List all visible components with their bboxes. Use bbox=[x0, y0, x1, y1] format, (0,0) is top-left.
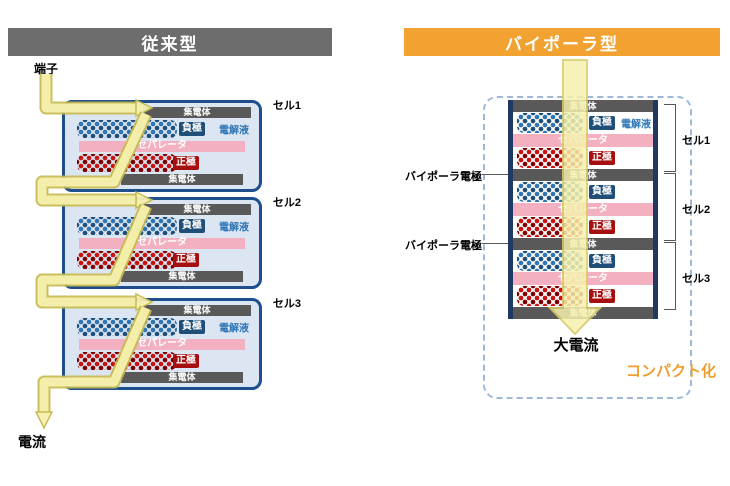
cathode-particles bbox=[517, 217, 583, 237]
cell-label: セル2 bbox=[272, 197, 301, 209]
electrolyte-label: 電解液 bbox=[219, 222, 249, 234]
bipolar-collector-layer: 集電体 bbox=[513, 169, 653, 181]
anode-particles bbox=[77, 318, 177, 337]
collector-layer: 集電体 bbox=[121, 372, 243, 383]
separator-layer: セパレータ bbox=[513, 203, 653, 216]
anode-label: 負極 bbox=[589, 116, 615, 130]
cathode-particles bbox=[517, 286, 583, 306]
bipolar-title: バイポーラ型 bbox=[404, 28, 720, 56]
cathode-label: 正極 bbox=[173, 353, 199, 368]
cell-label: セル2 bbox=[682, 204, 711, 216]
cathode-particles bbox=[77, 153, 177, 172]
bipolar-electrode-callout-line bbox=[482, 174, 508, 175]
cell-label: セル3 bbox=[682, 273, 711, 285]
anode-label: 負極 bbox=[179, 219, 205, 234]
anode-label: 負極 bbox=[589, 185, 615, 199]
cathode-layer: 正極 bbox=[513, 216, 653, 238]
anode-layer: 負極 電解液 bbox=[73, 216, 251, 236]
cathode-particles bbox=[77, 250, 177, 269]
collector-layer: 集電体 bbox=[143, 204, 251, 215]
cathode-layer: 正極 bbox=[513, 285, 653, 307]
collector-layer: 集電体 bbox=[121, 174, 243, 185]
anode-layer: 負極 電解液 bbox=[73, 317, 251, 337]
bipolar-electrode-label: バイポーラ電極 bbox=[405, 240, 482, 252]
collector-layer: 集電体 bbox=[121, 271, 243, 282]
anode-layer: 負極 電解液 bbox=[73, 119, 251, 139]
cell2-bracket bbox=[664, 173, 676, 241]
cell-label: セル1 bbox=[682, 135, 711, 147]
conventional-title: 従来型 bbox=[8, 28, 332, 56]
cathode-label: 正極 bbox=[173, 252, 199, 267]
cathode-particles bbox=[77, 351, 177, 370]
anode-label: 負極 bbox=[179, 320, 205, 335]
separator-layer: セパレータ bbox=[79, 237, 245, 249]
bipolar-collector-layer: 集電体 bbox=[513, 238, 653, 250]
cathode-layer: 正極 bbox=[73, 153, 251, 173]
collector-layer: 集電体 bbox=[513, 307, 653, 319]
electrolyte-label: 電解液 bbox=[219, 323, 249, 335]
cathode-layer: 正極 bbox=[73, 250, 251, 270]
collector-layer: 集電体 bbox=[143, 107, 251, 118]
anode-particles bbox=[77, 120, 177, 139]
collector-layer: 集電体 bbox=[513, 100, 653, 112]
cell1-bracket bbox=[664, 104, 676, 172]
anode-particles bbox=[517, 182, 583, 202]
cathode-label: 正極 bbox=[173, 155, 199, 170]
stack-side-collector-bar bbox=[508, 100, 513, 319]
anode-particles bbox=[517, 113, 583, 133]
cathode-label: 正極 bbox=[589, 289, 615, 303]
cathode-layer: 正極 bbox=[73, 351, 251, 371]
anode-label: 負極 bbox=[589, 254, 615, 268]
separator-layer: セパレータ bbox=[79, 140, 245, 152]
anode-layer: 負極 bbox=[513, 181, 653, 203]
bipolar-stack: 集電体 負極 電解液 セパレータ 正極 集電体 負極 セパレータ 正極 集電体 bbox=[508, 100, 658, 319]
cathode-label: 正極 bbox=[589, 151, 615, 165]
stack-layers: 集電体 負極 電解液 セパレータ 正極 集電体 負極 セパレータ 正極 集電体 bbox=[513, 100, 653, 319]
conventional-cell-1: セル1 集電体 負極 電解液 セパレータ 正極 集電体 bbox=[62, 100, 301, 192]
conventional-cell-2: セル2 集電体 負極 電解液 セパレータ 正極 集電体 bbox=[62, 197, 301, 289]
cell-label: セル3 bbox=[272, 298, 301, 310]
anode-particles bbox=[77, 217, 177, 236]
separator-layer: セパレータ bbox=[513, 134, 653, 147]
cathode-label: 正極 bbox=[589, 220, 615, 234]
big-current-label: 大電流 bbox=[553, 337, 599, 354]
stack-side-collector-bar bbox=[653, 100, 658, 319]
electrolyte-label: 電解液 bbox=[621, 119, 651, 131]
cathode-particles bbox=[517, 148, 583, 168]
collector-layer: 集電体 bbox=[143, 305, 251, 316]
cathode-layer: 正極 bbox=[513, 147, 653, 169]
separator-layer: セパレータ bbox=[79, 338, 245, 350]
electrolyte-label: 電解液 bbox=[219, 125, 249, 137]
anode-layer: 負極 bbox=[513, 250, 653, 272]
separator-layer: セパレータ bbox=[513, 272, 653, 285]
anode-layer: 負極 電解液 bbox=[513, 112, 653, 134]
cell-label: セル1 bbox=[272, 100, 301, 112]
cell3-bracket bbox=[664, 242, 676, 310]
anode-particles bbox=[517, 251, 583, 271]
bipolar-electrode-callout-line bbox=[482, 243, 508, 244]
anode-label: 負極 bbox=[179, 122, 205, 137]
current-label: 電流 bbox=[18, 434, 46, 450]
terminal-label: 端子 bbox=[34, 62, 59, 76]
bipolar-electrode-label: バイポーラ電極 bbox=[405, 171, 482, 183]
compact-label: コンパクト化 bbox=[626, 363, 717, 380]
arrowhead-current-out bbox=[34, 411, 54, 430]
conventional-cell-3: セル3 集電体 負極 電解液 セパレータ 正極 集電体 bbox=[62, 298, 301, 390]
